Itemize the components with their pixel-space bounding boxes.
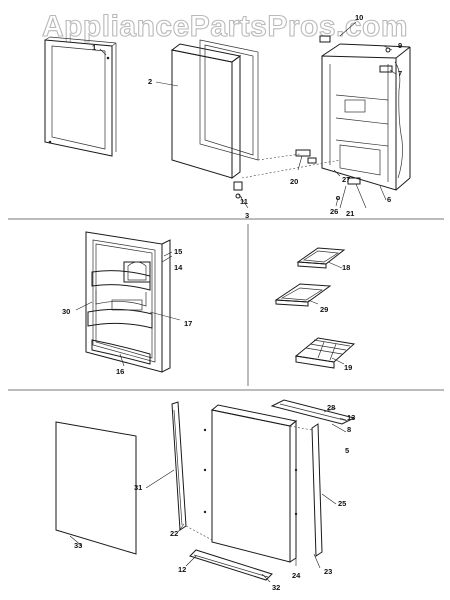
callout-33: 33 — [74, 541, 82, 550]
callout-8: 8 — [347, 425, 351, 434]
callout-26: 26 — [330, 207, 338, 216]
callout-12: 12 — [178, 565, 186, 574]
assembly-line — [241, 159, 341, 179]
callout-5: 5 — [345, 446, 349, 455]
callout-9: 9 — [398, 41, 402, 50]
callout-labels: 1 2 3 5 6 7 8 9 10 11 12 13 14 15 16 17 … — [62, 13, 402, 592]
callout-15: 15 — [174, 247, 182, 256]
door-panel-bottom-part — [203, 404, 298, 563]
door-panel-part — [170, 39, 259, 179]
callout-16: 16 — [116, 367, 124, 376]
callout-14: 14 — [174, 263, 183, 272]
watermark-text: AppliancePartsPros.com — [42, 10, 408, 43]
door-frame-part — [44, 36, 117, 157]
callout-29: 29 — [320, 305, 328, 314]
callout-27: 27 — [342, 175, 350, 184]
leader-lines — [69, 21, 397, 583]
assembly-line-4 — [289, 425, 313, 431]
callout-22: 22 — [170, 529, 178, 538]
callout-30: 30 — [62, 307, 70, 316]
shelf-part-29 — [274, 283, 332, 307]
callout-28: 28 — [327, 403, 335, 412]
cabinet-part — [321, 43, 411, 191]
callout-17: 17 — [184, 319, 192, 328]
callout-1: 1 — [92, 43, 96, 52]
callout-25: 25 — [338, 499, 346, 508]
assembly-line-2 — [257, 153, 301, 161]
callout-7: 7 — [398, 69, 402, 78]
callout-11: 11 — [240, 197, 248, 206]
door-liner-part — [85, 231, 171, 373]
callout-3: 3 — [245, 211, 249, 220]
callout-10: 10 — [355, 13, 363, 22]
shelf-part-18 — [296, 247, 346, 269]
assembly-line-3 — [185, 525, 213, 541]
callout-2: 2 — [148, 77, 152, 86]
callout-32: 32 — [272, 583, 280, 592]
callout-21: 21 — [346, 209, 354, 218]
crisper-part-19 — [294, 337, 356, 369]
trim-part-25 — [311, 423, 323, 557]
trim-part-32 — [189, 549, 273, 581]
callout-6: 6 — [387, 195, 391, 204]
callout-20: 20 — [290, 177, 298, 186]
callout-18: 18 — [342, 263, 350, 272]
trim-part-13 — [270, 399, 356, 425]
callout-24: 24 — [292, 571, 301, 580]
callout-19: 19 — [344, 363, 352, 372]
callout-23: 23 — [324, 567, 332, 576]
callout-31: 31 — [134, 483, 142, 492]
callout-13: 13 — [347, 413, 355, 422]
panel-part-33 — [55, 421, 137, 555]
gasket-part-31 — [171, 401, 187, 531]
